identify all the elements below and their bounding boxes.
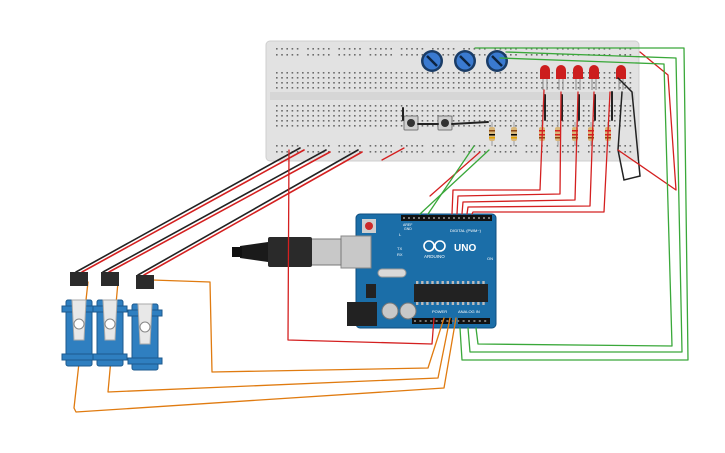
breadboard-holes — [276, 48, 632, 153]
servo-wires-breadboard[interactable] — [75, 147, 363, 276]
arduino-uno-board[interactable]: UNO ARDUINO DIGITAL (PWM~) TX RX L ON GN… — [340, 213, 497, 329]
servo-3[interactable] — [127, 275, 163, 371]
breadboard-jumpers[interactable] — [381, 77, 641, 181]
brand-label: ARDUINO — [424, 254, 445, 259]
chip-pins — [416, 281, 485, 305]
digital-header[interactable] — [401, 215, 492, 221]
potentiometer-2[interactable] — [454, 50, 476, 72]
capacitor-1 — [381, 302, 399, 320]
tx-label: TX — [397, 246, 402, 251]
breadboard[interactable] — [265, 40, 640, 162]
led-2[interactable] — [556, 65, 566, 90]
board-pin-labels — [403, 217, 490, 322]
rx-label: RX — [397, 252, 403, 257]
usb-port — [340, 235, 372, 269]
arduino-logo — [423, 240, 446, 252]
green-wires[interactable] — [419, 47, 689, 361]
l-label: L — [399, 232, 402, 237]
model-label: UNO — [454, 243, 476, 254]
servo-1[interactable] — [61, 272, 97, 367]
pushbutton-2[interactable] — [437, 115, 453, 131]
resistor-4[interactable] — [555, 122, 561, 146]
voltage-regulator — [366, 284, 376, 298]
power-header-label: POWER — [432, 309, 447, 314]
led-4[interactable] — [589, 65, 599, 90]
atmega-chip — [414, 284, 488, 302]
on-label: ON — [487, 256, 493, 261]
capacitor-2 — [399, 302, 417, 320]
resistor-2[interactable] — [511, 122, 517, 146]
led-3[interactable] — [573, 65, 583, 90]
potentiometer-3[interactable] — [486, 50, 508, 72]
aref-label: AREF — [403, 223, 412, 227]
gnd-label: GND — [404, 227, 412, 231]
digital-header-label: DIGITAL (PWM~) — [450, 228, 482, 233]
resistor-1[interactable] — [489, 122, 495, 146]
usb-cable[interactable] — [232, 237, 342, 267]
pushbutton-1[interactable] — [403, 115, 419, 131]
potentiometer-1[interactable] — [421, 50, 443, 72]
servo-2[interactable] — [92, 272, 128, 367]
led-1[interactable] — [540, 65, 550, 90]
crystal-oscillator — [377, 268, 407, 278]
analog-header-label: ANALOG IN — [458, 309, 480, 314]
power-jack — [347, 302, 377, 326]
